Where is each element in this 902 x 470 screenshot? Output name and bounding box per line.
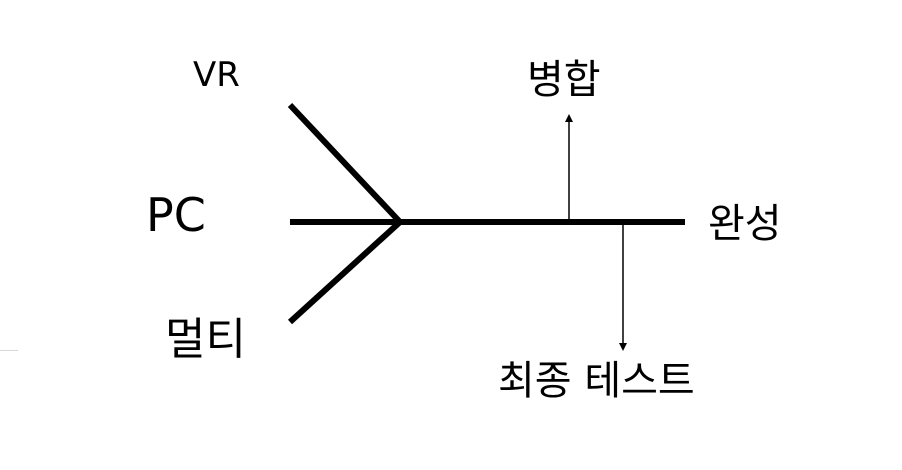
vr-label: VR xyxy=(193,55,240,95)
multi-input-line xyxy=(287,219,403,325)
final-test-label: 최종 테스트 xyxy=(498,358,695,404)
edge-divider xyxy=(0,350,18,351)
done-label: 완성 xyxy=(708,201,782,247)
merge-label: 병합 xyxy=(527,57,601,103)
multi-label: 멀티 xyxy=(165,314,246,365)
pc-label: PC xyxy=(146,188,206,242)
vr-input-line xyxy=(287,102,403,225)
